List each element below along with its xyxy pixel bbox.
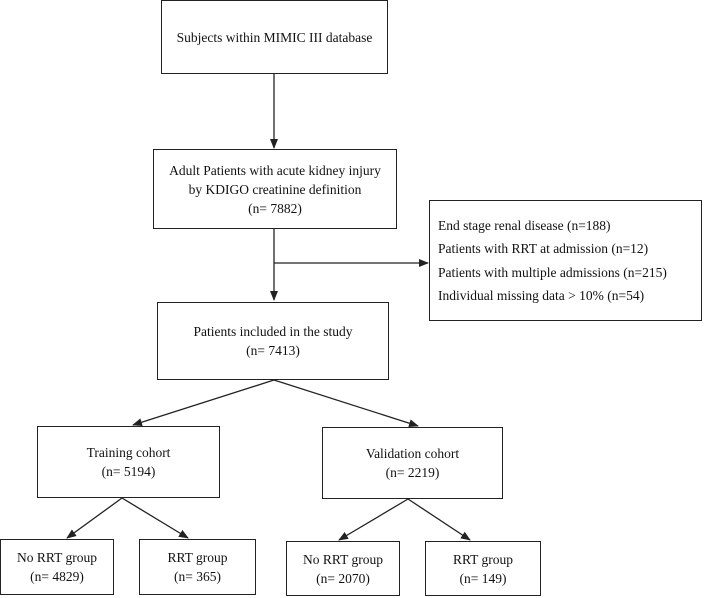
val-no-rrt-line-1: No RRT group (303, 551, 383, 567)
train-no-rrt-line-1: No RRT group (17, 550, 97, 565)
aki-line-1: Adult Patients with acute kidney injury (169, 162, 381, 178)
source-line-1: Subjects within MIMIC III database (176, 29, 373, 45)
arrow-training-to-rrt (121, 497, 189, 539)
val-rrt-box: RRT group (n= 149) (425, 541, 541, 596)
training-line-2: (n= 5194) (101, 464, 156, 479)
included-line-2: (n= 7413) (246, 343, 300, 358)
arrow-validation-to-rrt (407, 498, 471, 541)
aki-box: Adult Patients with acute kidney injury … (153, 149, 397, 229)
val-no-rrt-box: No RRT group (n= 2070) (286, 541, 400, 596)
train-no-rrt-line-2: (n= 4829) (30, 569, 84, 584)
exclusion-item: Individual missing data > 10% (n=54) (438, 288, 645, 303)
validation-line-1: Validation cohort (365, 446, 460, 461)
arrow-included-to-training (132, 379, 275, 427)
source-box: Subjects within MIMIC III database (161, 0, 388, 74)
aki-line-2: by KDIGO creatinine definition (188, 181, 362, 197)
train-rrt-line-2: (n= 365) (174, 569, 221, 584)
exclusions-box: End stage renal disease (n=188) Patients… (429, 200, 702, 321)
included-line-1: Patients included in the study (193, 324, 353, 339)
arrow-training-to-no-rrt (66, 497, 123, 539)
train-rrt-box: RRT group (n= 365) (139, 539, 256, 595)
exclusion-item: Patients with RRT at admission (n=12) (438, 241, 649, 256)
exclusion-item: End stage renal disease (n=188) (438, 217, 611, 233)
train-no-rrt-box: No RRT group (n= 4829) (0, 539, 114, 595)
arrow-validation-to-no-rrt (338, 498, 409, 541)
training-line-1: Training cohort (86, 445, 171, 460)
validation-box: Validation cohort (n= 2219) (322, 427, 503, 499)
aki-line-3: (n= 7882) (248, 200, 302, 216)
val-rrt-line-2: (n= 149) (459, 570, 507, 586)
exclusion-item: Patients with multiple admissions (n=215… (438, 264, 667, 280)
val-no-rrt-line-2: (n= 2070) (316, 570, 370, 586)
validation-line-2: (n= 2219) (385, 465, 440, 480)
train-rrt-line-1: RRT group (167, 550, 228, 565)
included-box: Patients included in the study (n= 7413) (157, 302, 389, 380)
arrow-included-to-validation (273, 379, 419, 428)
training-box: Training cohort (n= 5194) (37, 426, 220, 498)
val-rrt-line-1: RRT group (452, 551, 514, 567)
